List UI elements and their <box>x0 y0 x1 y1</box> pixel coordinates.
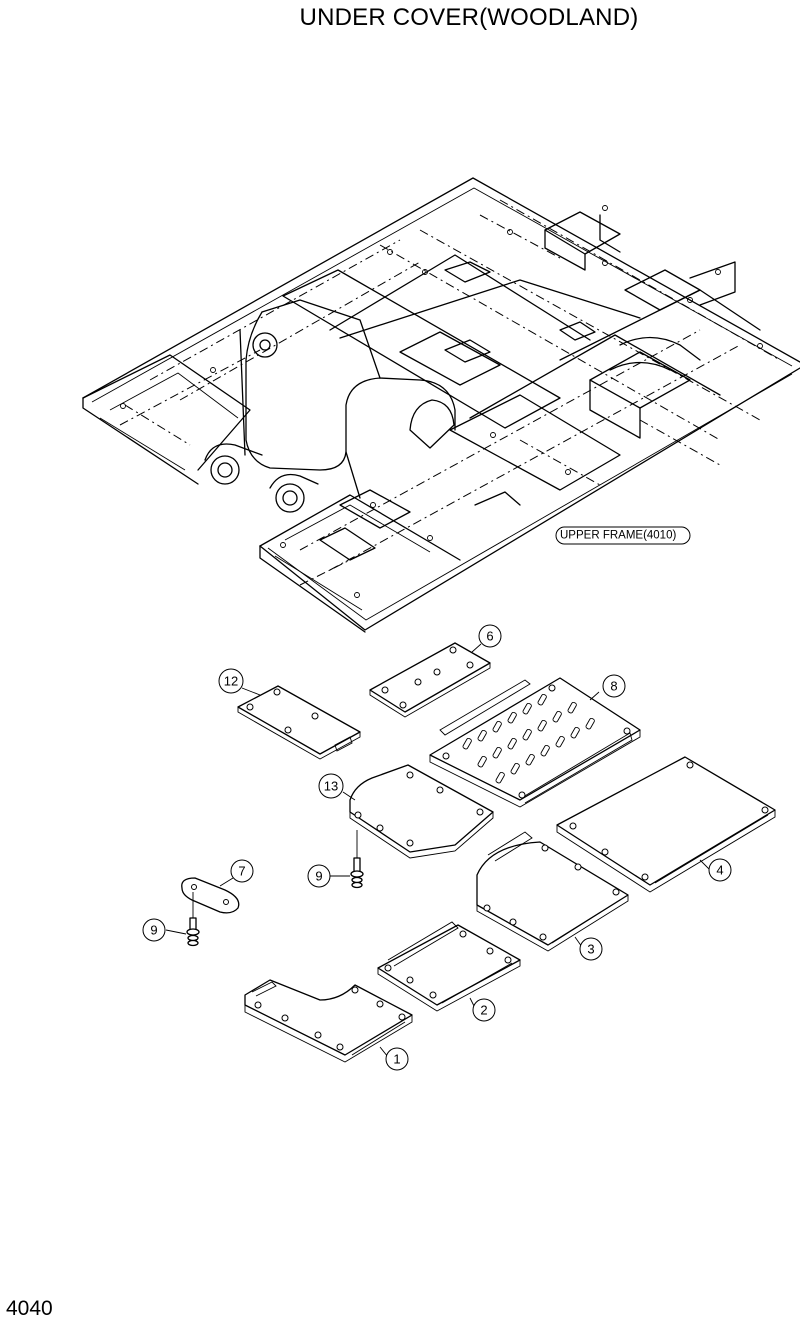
callout-7: 7 <box>230 859 254 883</box>
upper-frame-label-text: UPPER FRAME(4010) <box>560 530 676 542</box>
callout-4-label: 4 <box>716 863 723 878</box>
callout-9-lower-label: 9 <box>150 923 157 938</box>
part-8-slotted-plate <box>429 677 641 808</box>
callout-12: 12 <box>218 668 244 694</box>
callout-2-label: 2 <box>480 1003 487 1018</box>
callout-6-label: 6 <box>486 629 493 644</box>
callout-8: 8 <box>602 674 626 698</box>
upper-frame-drawing <box>82 177 800 633</box>
callout-7-label: 7 <box>238 864 245 879</box>
callout-9-upper: 9 <box>307 864 331 888</box>
part-12-plate <box>237 685 361 760</box>
callout-12-label: 12 <box>224 674 238 689</box>
callout-9-lower: 9 <box>142 918 166 942</box>
diagram-title: UNDER COVER(WOODLAND) <box>299 4 639 31</box>
callout-3-label: 3 <box>587 942 594 957</box>
callout-2: 2 <box>472 998 496 1022</box>
upper-frame-reference-label: UPPER FRAME(4010) <box>555 526 691 545</box>
page-number: 4040 <box>6 1297 53 1320</box>
callout-13: 13 <box>318 773 344 799</box>
part-3-plate <box>476 831 629 952</box>
callout-8-label: 8 <box>610 679 617 694</box>
callout-leaders <box>165 643 711 1058</box>
callout-4: 4 <box>708 858 732 882</box>
callout-1-label: 1 <box>393 1052 400 1067</box>
part-2-plate <box>377 921 521 1012</box>
part-9-bolt-lower <box>186 892 200 947</box>
callout-13-label: 13 <box>324 779 338 794</box>
part-1-plate <box>244 979 413 1063</box>
callout-3: 3 <box>579 937 603 961</box>
part-4-plate <box>556 756 776 893</box>
callout-6: 6 <box>478 624 502 648</box>
callout-1: 1 <box>385 1047 409 1071</box>
callout-9-upper-label: 9 <box>315 869 322 884</box>
part-7-plate <box>181 877 240 914</box>
part-6-plate <box>369 642 491 718</box>
part-9-bolt-upper <box>350 830 364 889</box>
part-13-plate <box>349 764 494 859</box>
